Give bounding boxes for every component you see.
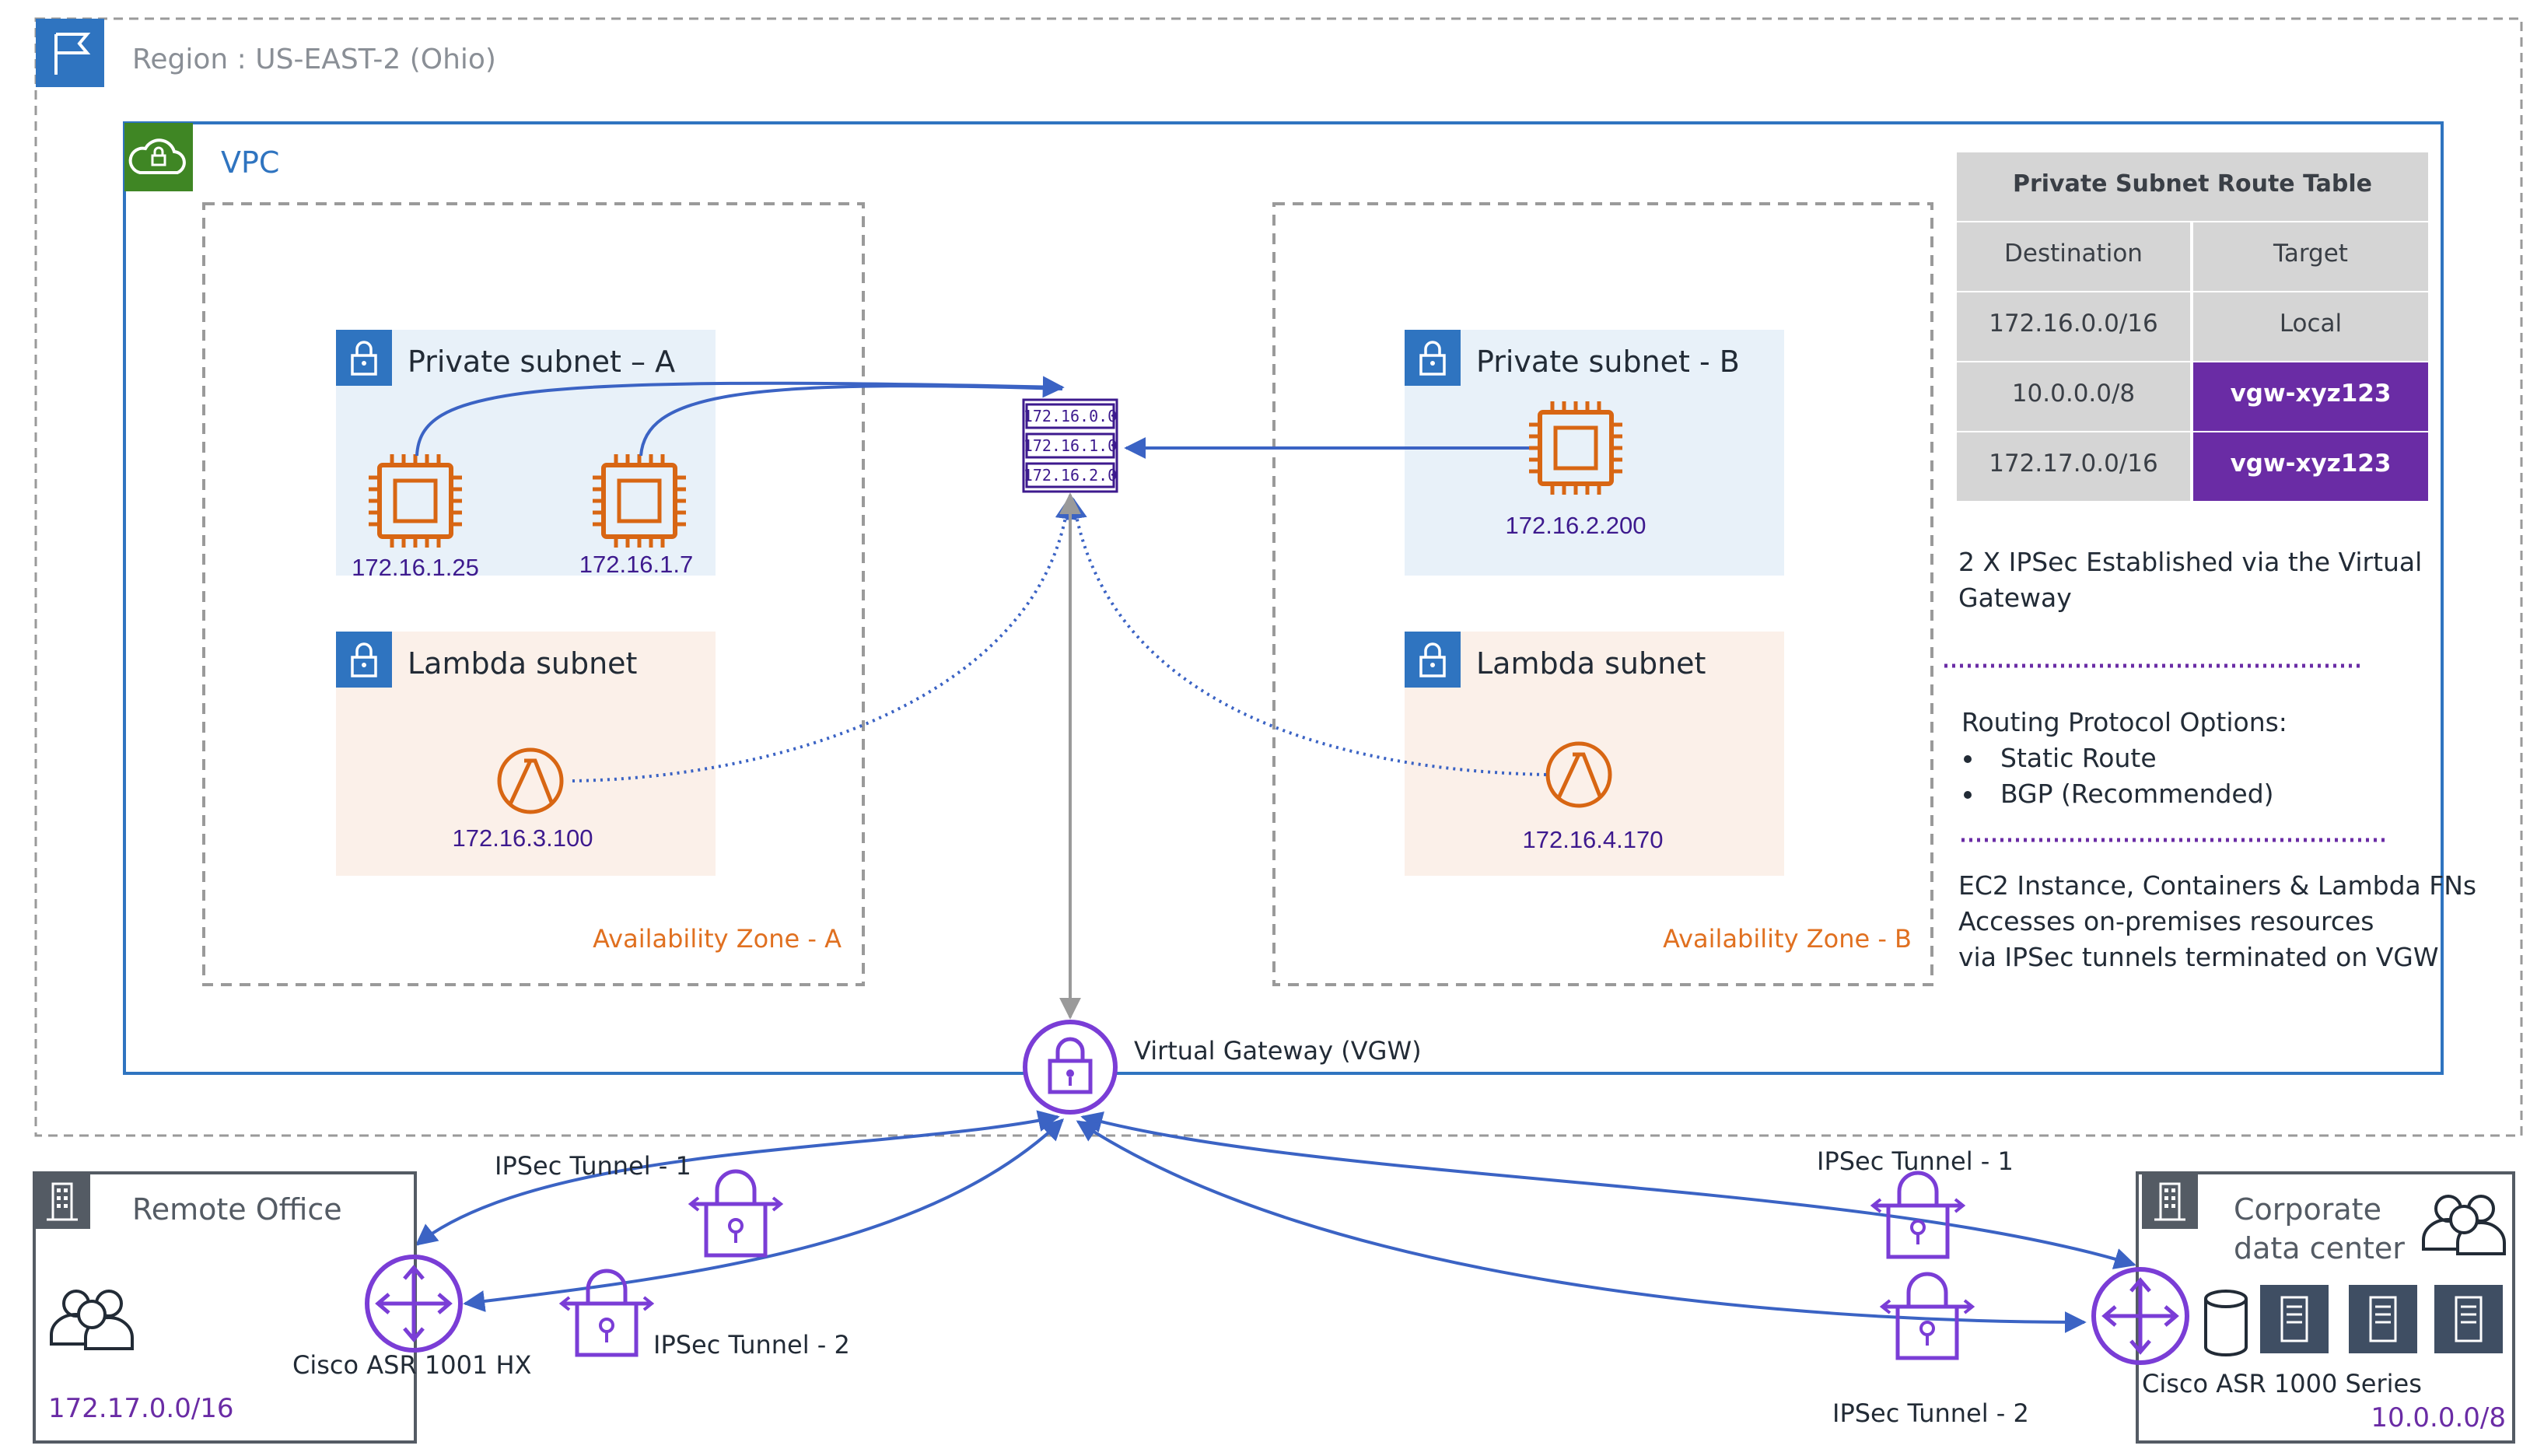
dc-title-line: data center xyxy=(2234,1231,2405,1265)
instance-ip: 172.16.1.7 xyxy=(579,551,694,578)
route-target: vgw-xyz123 xyxy=(2231,380,2392,408)
lambda-ip: 172.16.3.100 xyxy=(452,824,593,852)
note-access-line: EC2 Instance, Containers & Lambda FNs xyxy=(1958,870,2476,901)
route-table-cell xyxy=(1957,222,2190,291)
ipsec-lock-icon xyxy=(562,1271,652,1355)
subnet-lock-icon xyxy=(334,328,394,387)
server-icon xyxy=(2259,1283,2330,1355)
route-table-cell xyxy=(2193,292,2428,361)
routing-option: BGP (Recommended) xyxy=(2000,779,2274,809)
server-icon xyxy=(2347,1283,2419,1355)
route-table-title: Private Subnet Route Table xyxy=(2013,170,2372,198)
bullet xyxy=(1964,791,1972,799)
note-ipsec-line: Gateway xyxy=(1958,583,2072,613)
building-icon xyxy=(2140,1171,2199,1230)
vgw-icon xyxy=(1023,1020,1118,1115)
subnet-lock-icon xyxy=(1403,630,1462,689)
route-table-cell xyxy=(1957,292,2190,361)
building-icon xyxy=(33,1171,92,1230)
instance-ip: 172.16.2.200 xyxy=(1505,512,1646,539)
remote-tunnel-1-label: IPSec Tunnel - 1 xyxy=(495,1151,691,1181)
ipsec-tunnel-line xyxy=(463,1118,1065,1312)
route-table-header-destination: Destination xyxy=(2004,240,2143,268)
route-table-cell xyxy=(1957,362,2190,431)
vgw-label: Virtual Gateway (VGW) xyxy=(1134,1036,1422,1066)
route-destination: 10.0.0.0/8 xyxy=(2012,380,2135,408)
vpc-boundary xyxy=(123,121,2444,1075)
users-icon xyxy=(2422,1195,2506,1255)
subnet-lock-icon xyxy=(334,630,394,689)
corporate-dc-box xyxy=(2136,1171,2515,1444)
route-table-cell xyxy=(2193,362,2428,431)
routing-options-title: Routing Protocol Options: xyxy=(1961,707,2287,737)
route-table-cell xyxy=(2193,432,2428,501)
remote-office-title: Remote Office xyxy=(132,1192,342,1227)
route-table-cell xyxy=(2193,222,2428,291)
private-subnet-b-title: Private subnet - B xyxy=(1476,345,1740,379)
router-icon xyxy=(2094,1269,2187,1363)
lambda-subnet-b-title: Lambda subnet xyxy=(1476,646,1706,681)
note-access-line: Accesses on-premises resources xyxy=(1958,906,2374,936)
route-target: vgw-xyz123 xyxy=(2231,450,2392,478)
region-flag-icon xyxy=(36,19,104,87)
dc-tunnel-1-label: IPSec Tunnel - 1 xyxy=(1817,1146,2014,1176)
routing-option: Static Route xyxy=(2000,743,2157,773)
corporate-dc-cidr: 10.0.0.0/8 xyxy=(2371,1402,2506,1433)
lambda-subnet-b xyxy=(1405,632,1784,876)
dc-title-line: Corporate xyxy=(2234,1192,2381,1227)
remote-router-label: Cisco ASR 1001 HX xyxy=(292,1350,531,1380)
router-entry: 172.16.0.0 xyxy=(1024,407,1117,425)
database-icon xyxy=(2204,1290,2248,1356)
availability-zone-a xyxy=(202,202,865,986)
region-label: Region : US-EAST-2 (Ohio) xyxy=(132,44,496,75)
router-icon xyxy=(367,1257,460,1350)
lambda-subnet-a-title: Lambda subnet xyxy=(408,646,637,681)
subnet-lock-icon xyxy=(1403,328,1462,387)
ipsec-tunnel-line xyxy=(1080,1111,2136,1269)
note-access-line: via IPSec tunnels terminated on VGW xyxy=(1958,942,2439,972)
server-icon xyxy=(2433,1283,2504,1355)
connection-line xyxy=(415,376,1065,457)
connection-line xyxy=(639,384,1063,457)
lambda-icon xyxy=(497,747,564,814)
availability-zone-b xyxy=(1272,202,1933,986)
router-entry: 172.16.2.0 xyxy=(1024,466,1117,485)
note-ipsec-line: 2 X IPSec Established via the Virtual xyxy=(1958,547,2422,577)
instance-ip: 172.16.1.25 xyxy=(352,554,479,581)
az-a-label: Availability Zone - A xyxy=(593,924,842,954)
vpc-router-icon xyxy=(1022,398,1118,493)
lambda-icon xyxy=(1545,741,1612,808)
dc-router-label: Cisco ASR 1000 Series xyxy=(2142,1369,2422,1398)
az-b-label: Availability Zone - B xyxy=(1663,924,1912,954)
route-target: Local xyxy=(2280,310,2342,338)
connection-line-dotted xyxy=(572,497,1077,782)
private-subnet-a-title: Private subnet – A xyxy=(408,345,675,379)
route-table-cell xyxy=(1957,432,2190,501)
remote-office-cidr: 172.17.0.0/16 xyxy=(48,1393,234,1424)
users-icon xyxy=(50,1290,134,1350)
remote-tunnel-2-label: IPSec Tunnel - 2 xyxy=(653,1330,850,1360)
lambda-ip: 172.16.4.170 xyxy=(1522,826,1663,853)
route-table xyxy=(1957,152,2428,501)
vpc-cloud-icon xyxy=(124,123,193,191)
route-table-header xyxy=(1957,152,2428,221)
bullet xyxy=(1964,755,1972,763)
route-destination: 172.16.0.0/16 xyxy=(1989,310,2158,338)
ipsec-tunnel-line xyxy=(1076,1120,2087,1333)
router-entry: 172.16.1.0 xyxy=(1024,436,1117,455)
vpc-label: VPC xyxy=(221,145,279,180)
route-destination: 172.17.0.0/16 xyxy=(1989,450,2158,478)
lambda-subnet-a xyxy=(336,632,716,876)
route-table-header-target: Target xyxy=(2273,240,2348,268)
ipsec-lock-icon xyxy=(691,1171,781,1255)
dc-tunnel-2-label: IPSec Tunnel - 2 xyxy=(1832,1398,2029,1428)
